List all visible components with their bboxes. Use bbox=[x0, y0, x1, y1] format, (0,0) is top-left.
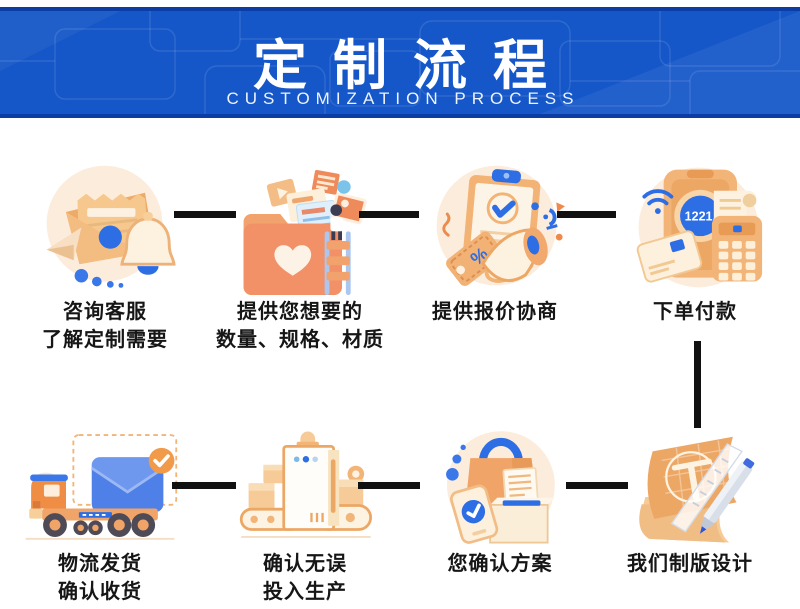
step-order-payment: 1221. bbox=[600, 158, 790, 326]
step-quotation: % 提供报价协商 bbox=[400, 158, 590, 326]
payment-amount: 1221. bbox=[684, 210, 715, 224]
step-production: 确认无误 投入生产 bbox=[210, 424, 400, 606]
step-label-line: 数量、规格、材质 bbox=[216, 329, 384, 351]
step-shipping: 物流发货 确认收货 bbox=[5, 424, 195, 606]
blueprint-pen-icon bbox=[595, 424, 785, 548]
step-label-line: 确认收货 bbox=[58, 581, 142, 603]
step-consult-service: 咨询客服 了解定制需要 bbox=[10, 158, 200, 354]
connector-step3-step4 bbox=[557, 211, 616, 218]
connector-step5-step6 bbox=[566, 482, 628, 489]
conveyor-machine-icon bbox=[210, 424, 400, 548]
circuit-pattern bbox=[0, 11, 800, 114]
page-title: 定制流程 bbox=[253, 36, 573, 96]
step-confirm-plan: 您确认方案 bbox=[405, 424, 595, 578]
connector-step6-step7 bbox=[358, 482, 420, 489]
step-label-line: 下单付款 bbox=[653, 301, 737, 323]
connector-step1-step2 bbox=[174, 211, 236, 218]
connector-step4-step5 bbox=[694, 341, 701, 428]
envelope-bell-icon bbox=[10, 158, 200, 296]
step-label-line: 物流发货 bbox=[58, 553, 142, 575]
step-label-line: 了解定制需要 bbox=[42, 329, 168, 351]
header-banner: 定制流程 CUSTOMIZATION PROCESS bbox=[0, 7, 800, 118]
connector-step2-step3 bbox=[359, 211, 419, 218]
step-label-line: 投入生产 bbox=[263, 581, 347, 603]
connector-step7-step8 bbox=[172, 482, 236, 489]
step-label-line: 提供报价协商 bbox=[432, 301, 558, 323]
folder-documents-icon bbox=[205, 158, 395, 296]
shopping-bag-ballot-icon bbox=[405, 424, 595, 548]
step-label-line: 我们制版设计 bbox=[627, 553, 753, 575]
phone-pos-icon: 1221. bbox=[600, 158, 790, 296]
step-label-line: 您确认方案 bbox=[447, 553, 553, 575]
step-plate-design: 我们制版设计 bbox=[595, 424, 785, 578]
step-label-line: 提供您想要的 bbox=[237, 301, 363, 323]
clipboard-megaphone-icon: % bbox=[400, 158, 590, 296]
step-label-line: 确认无误 bbox=[263, 553, 347, 575]
step-provide-requirements: 提供您想要的 数量、规格、材质 bbox=[205, 158, 395, 354]
page-subtitle: CUSTOMIZATION PROCESS bbox=[226, 89, 580, 108]
step-label-line: 咨询客服 bbox=[63, 301, 147, 323]
delivery-truck-icon bbox=[5, 424, 195, 548]
